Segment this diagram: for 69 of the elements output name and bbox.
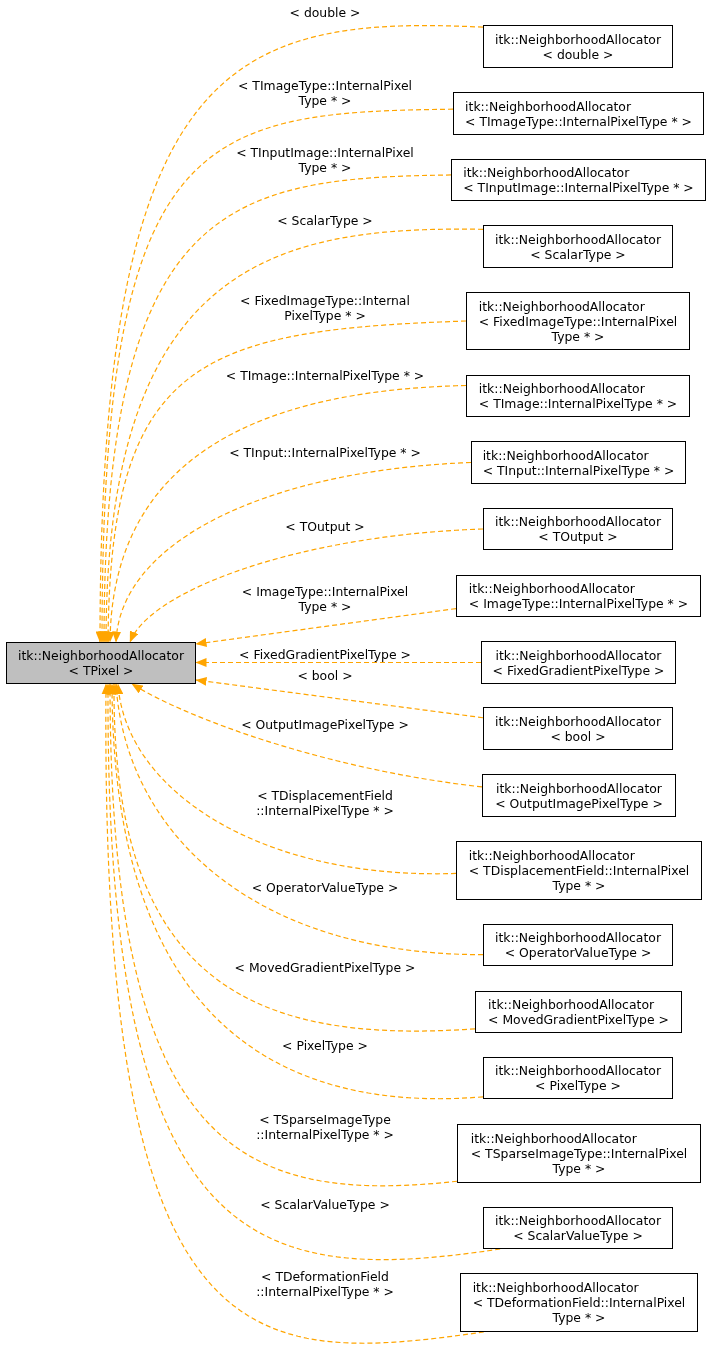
class-box [483,924,673,966]
class-name: itk::NeighborhoodAllocator < TImage::InternalPixelType * > [478,381,678,411]
edge-label: < TDisplacementField ::InternalPixelType * > [255,787,395,818]
class-box [483,1207,673,1249]
edge-label: < FixedGradientPixelType > [238,646,412,662]
edge-label: < TImageType::InternalPixel Type * > [237,77,413,108]
class-name: itk::NeighborhoodAllocator < OperatorValueType > [495,930,661,960]
inheritance-arrow [95,24,484,643]
class-name: itk::NeighborhoodAllocator < ImageType::InternalPixelType * > [468,581,689,611]
class-name: itk::NeighborhoodAllocator < TDeformationField::InternalPixel Type * > [472,1280,686,1325]
class-name: itk::NeighborhoodAllocator < TImageType::InternalPixelType * > [465,98,692,129]
class-name: itk::NeighborhoodAllocator < bool > [495,713,661,744]
class-box [483,508,673,550]
edge-label: < OperatorValueType > [250,879,400,895]
edge-label: < ScalarValueType > [259,1196,391,1212]
inheritance-arrow [195,608,457,648]
class-name: itk::NeighborhoodAllocator < FixedGradientPixelType > [492,647,665,678]
class-box [483,1057,673,1099]
class-box [483,25,673,68]
class-name: itk::NeighborhoodAllocator < TDisplacementField::InternalPixel Type * > [468,848,690,893]
class-box [456,841,702,900]
inheritance-arrow [112,683,484,956]
class-box [471,441,686,484]
class-name: itk::NeighborhoodAllocator < TInputImage::InternalPixelType * > [463,165,694,195]
edge-label: < double > [288,4,362,20]
class-name: itk::NeighborhoodAllocator < TPixel > [18,648,184,678]
inheritance-arrow [105,384,467,643]
class-name: itk::NeighborhoodAllocator < TOutput > [495,514,661,544]
edge-label: < FixedImageType::Internal PixelType * > [239,292,411,323]
inheritance-arrow [114,683,457,875]
edge-label: < PixelType > [281,1037,369,1053]
class-box [451,159,706,201]
class-box [481,641,676,684]
class-name: itk::NeighborhoodAllocator < TInput::InternalPixelType * > [482,447,675,478]
class-name: itk::NeighborhoodAllocator < ScalarType > [495,231,661,262]
class-name: itk::NeighborhoodAllocator < OutputImagePixelType > [495,780,663,811]
class-name: itk::NeighborhoodAllocator < TSparseImageType::InternalPixel Type * > [470,1131,688,1176]
class-box [460,1273,698,1332]
class-box [483,225,673,268]
inheritance-arrow [101,228,484,643]
class-box [475,991,682,1033]
class-box [466,375,690,417]
inheritance-arrow [129,528,484,643]
edge-label: < TInputImage::InternalPixel Type * > [235,144,415,175]
class-box [456,575,701,617]
class-box [466,292,690,350]
edge-label: < MovedGradientPixelType > [233,959,417,975]
edge-label: < OutputImagePixelType > [240,716,410,732]
inheritance-arrow [112,461,472,643]
class-name: itk::NeighborhoodAllocator < ScalarValueType > [495,1213,661,1243]
class-box [483,707,673,750]
class-name: itk::NeighborhoodAllocator < PixelType > [495,1063,661,1093]
class-box [453,92,704,135]
edge-label: < TImage::InternalPixelType * > [224,367,426,383]
inheritance-arrow [103,320,467,643]
edge-label: < TDeformationField ::InternalPixelType * > [255,1268,395,1299]
class-name: itk::NeighborhoodAllocator < double > [495,31,661,62]
inheritance-arrow [195,676,484,719]
edge-label: < bool > [296,667,354,683]
class-box [457,1124,701,1183]
inheritance-arrow [131,683,483,788]
class-name: itk::NeighborhoodAllocator < FixedImageType::InternalPixel Type * > [478,298,678,344]
edge-label: < TInput::InternalPixelType * > [228,444,422,460]
edge-label: < ImageType::InternalPixel Type * > [240,583,410,614]
class-box [482,774,676,817]
inheritance-arrow [195,658,482,667]
class-name: itk::NeighborhoodAllocator < MovedGradientPixelType > [488,997,669,1027]
edge-label: < ScalarType > [276,212,374,228]
class-box [6,642,196,684]
